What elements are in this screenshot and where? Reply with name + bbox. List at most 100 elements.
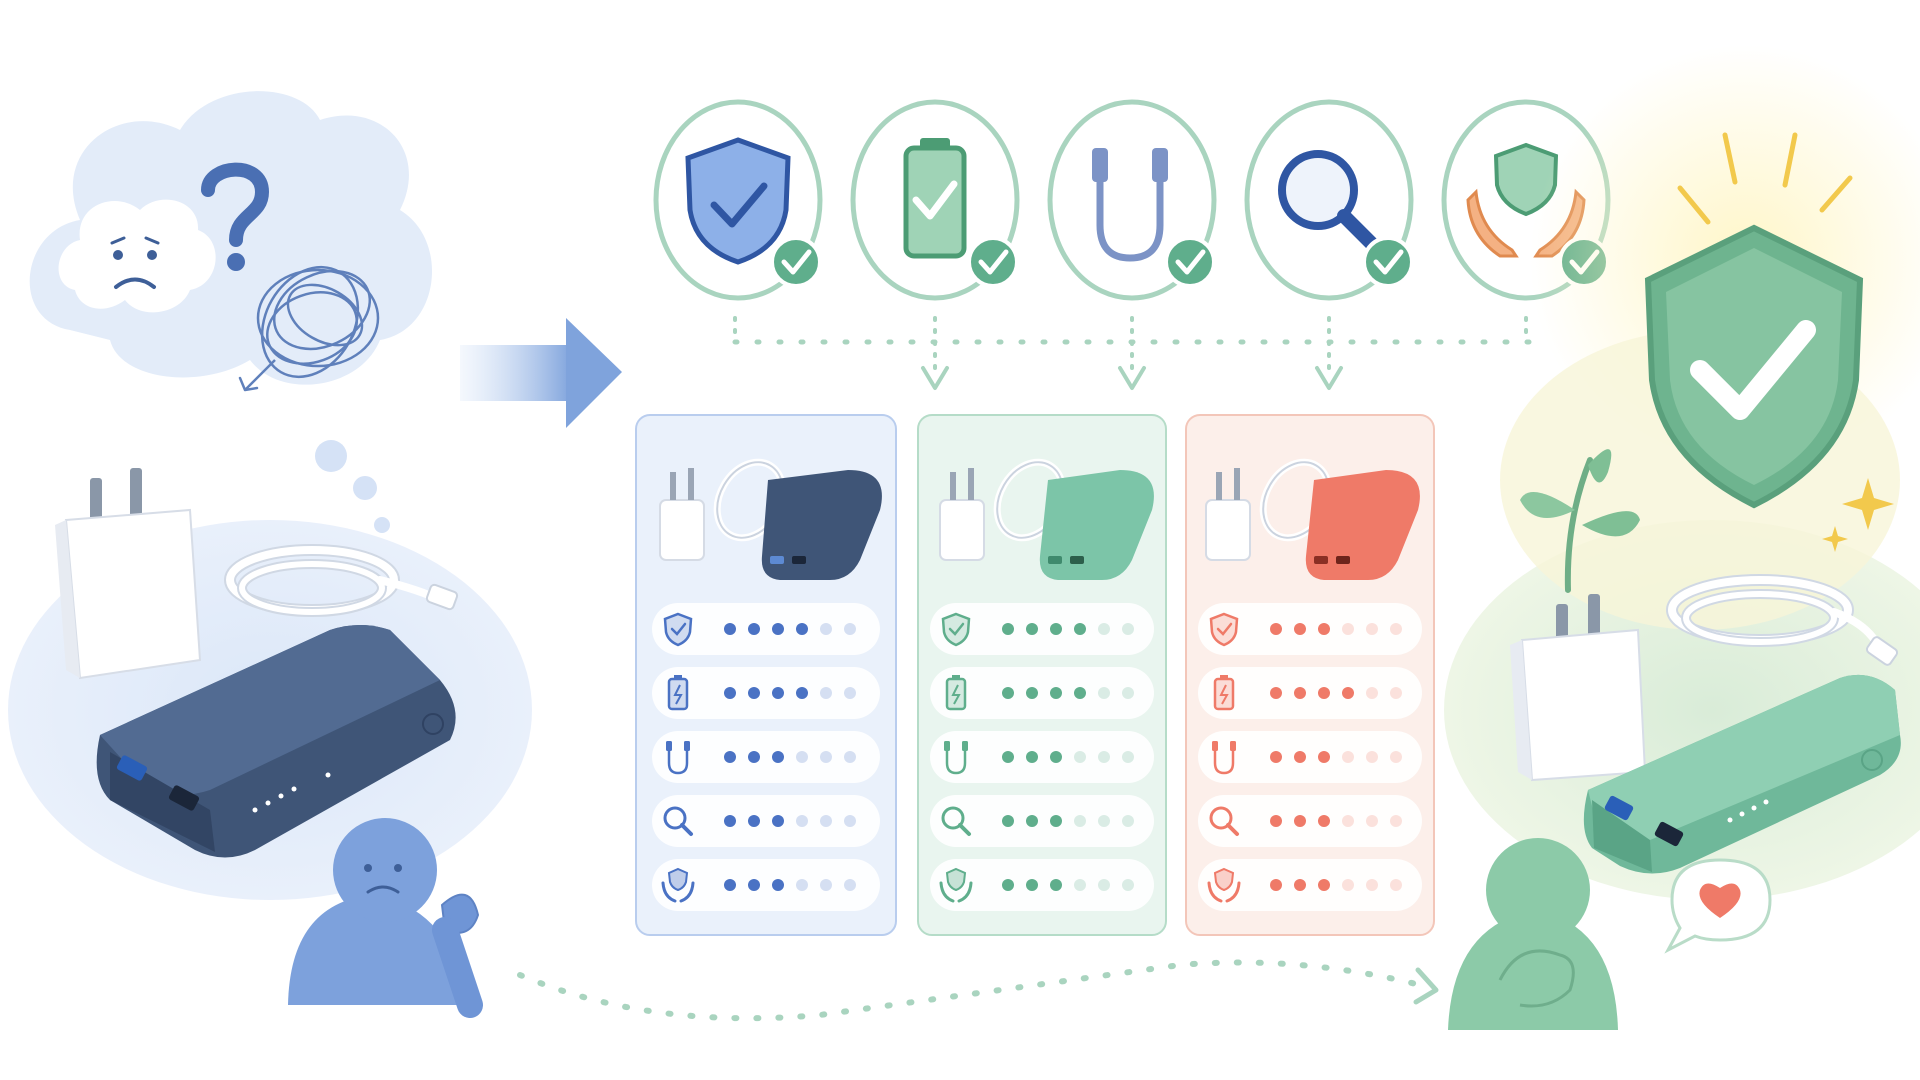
rating-dot-filled — [1294, 687, 1306, 699]
rating-dot-filled — [1270, 815, 1282, 827]
rating-dot-empty — [844, 687, 856, 699]
sparkle-icon — [1822, 526, 1848, 552]
happy-person — [1448, 838, 1618, 1030]
rating-row — [652, 731, 880, 783]
rating-dot-empty — [1098, 751, 1110, 763]
down-arrow-icon — [1118, 366, 1146, 390]
confused-person — [288, 818, 483, 1018]
rating-row — [1198, 731, 1422, 783]
navy-power-bank — [96, 625, 456, 858]
rating-dot-empty — [1342, 815, 1354, 827]
rating-dot-empty — [1366, 879, 1378, 891]
rating-dot-empty — [1390, 751, 1402, 763]
criterion-inspection — [1244, 99, 1414, 301]
light-rays — [1677, 132, 1853, 225]
rating-dot-filled — [1002, 623, 1014, 635]
caring-hands-shield-icon — [939, 867, 973, 903]
rating-dot-filled — [748, 623, 760, 635]
rating-dot-empty — [820, 623, 832, 635]
rating-dot-filled — [1002, 879, 1014, 891]
rating-dot-empty — [1366, 751, 1378, 763]
rating-dot-filled — [724, 879, 736, 891]
rating-dot-filled — [1270, 879, 1282, 891]
criteria-row — [653, 99, 1611, 390]
rating-dot-empty — [844, 751, 856, 763]
rating-dot-filled — [1318, 623, 1330, 635]
usb-cable-icon — [666, 741, 690, 775]
battery-icon — [667, 675, 689, 711]
rating-dot-empty — [1098, 687, 1110, 699]
rating-dot-empty — [820, 815, 832, 827]
rating-dot-filled — [1318, 815, 1330, 827]
rating-dot-filled — [1294, 815, 1306, 827]
rating-row — [652, 795, 880, 847]
magnifier-icon — [1278, 150, 1379, 251]
usb-cable — [1666, 574, 1899, 666]
rating-dot-empty — [1390, 623, 1402, 635]
rating-dot-filled — [1026, 687, 1038, 699]
rating-dot-filled — [748, 879, 760, 891]
rating-dot-filled — [1026, 879, 1038, 891]
rating-dot-empty — [1366, 623, 1378, 635]
rating-dot-filled — [1050, 879, 1062, 891]
rating-dot-empty — [796, 815, 808, 827]
rating-dot-filled — [724, 751, 736, 763]
rating-dot-empty — [1390, 687, 1402, 699]
product-thumb-green — [939, 458, 1154, 580]
rating-dot-empty — [1122, 687, 1134, 699]
check-badge-icon — [1362, 236, 1414, 288]
rating-row — [652, 603, 880, 655]
rating-dot-empty — [1342, 623, 1354, 635]
rating-row — [930, 795, 1154, 847]
rating-dot-filled — [772, 687, 784, 699]
usb-cable — [224, 544, 459, 617]
rating-dot-filled — [1074, 687, 1086, 699]
usb-cable-icon — [1092, 148, 1168, 262]
rating-dot-empty — [844, 815, 856, 827]
rating-dot-filled — [1318, 879, 1330, 891]
rating-dot-empty — [844, 879, 856, 891]
rating-dot-filled — [1318, 687, 1330, 699]
rating-dot-filled — [748, 815, 760, 827]
magnifier-icon — [663, 806, 693, 836]
wall-charger — [1510, 594, 1647, 782]
mint-power-bank — [1583, 674, 1901, 874]
rating-row — [1198, 667, 1422, 719]
criterion-safety — [653, 99, 823, 301]
rating-dot-empty — [820, 687, 832, 699]
rating-dot-empty — [844, 623, 856, 635]
sad-face-icon — [58, 199, 216, 313]
rating-dot-filled — [772, 879, 784, 891]
usb-cable-icon — [944, 741, 968, 775]
journey-arrow-icon — [1413, 967, 1439, 1005]
rating-dot-filled — [724, 623, 736, 635]
confused-user-section — [8, 91, 532, 1018]
rating-dot-filled — [1270, 751, 1282, 763]
thought-cloud — [29, 91, 433, 533]
check-badge-icon — [770, 236, 822, 288]
rating-dot-filled — [1002, 751, 1014, 763]
rating-row — [1198, 603, 1422, 655]
rating-dot-empty — [1098, 623, 1110, 635]
confident-user-section — [1444, 45, 1920, 1030]
magnifier-icon — [941, 806, 971, 836]
rating-row — [930, 731, 1154, 783]
rating-dot-empty — [820, 751, 832, 763]
rating-dot-filled — [1342, 687, 1354, 699]
rating-dot-empty — [796, 879, 808, 891]
caring-hands-shield-icon — [661, 867, 695, 903]
rating-row — [930, 667, 1154, 719]
rating-dot-empty — [796, 751, 808, 763]
wall-charger — [55, 468, 202, 680]
rating-dot-filled — [748, 687, 760, 699]
criterion-compatibility — [1047, 99, 1217, 301]
rating-row — [930, 859, 1154, 911]
battery-icon — [945, 675, 967, 711]
rating-dot-empty — [1098, 879, 1110, 891]
comparison-panels — [635, 414, 1435, 936]
rating-dot-empty — [1074, 879, 1086, 891]
rating-dot-empty — [1122, 815, 1134, 827]
rating-dot-empty — [1390, 815, 1402, 827]
rating-dot-filled — [772, 815, 784, 827]
